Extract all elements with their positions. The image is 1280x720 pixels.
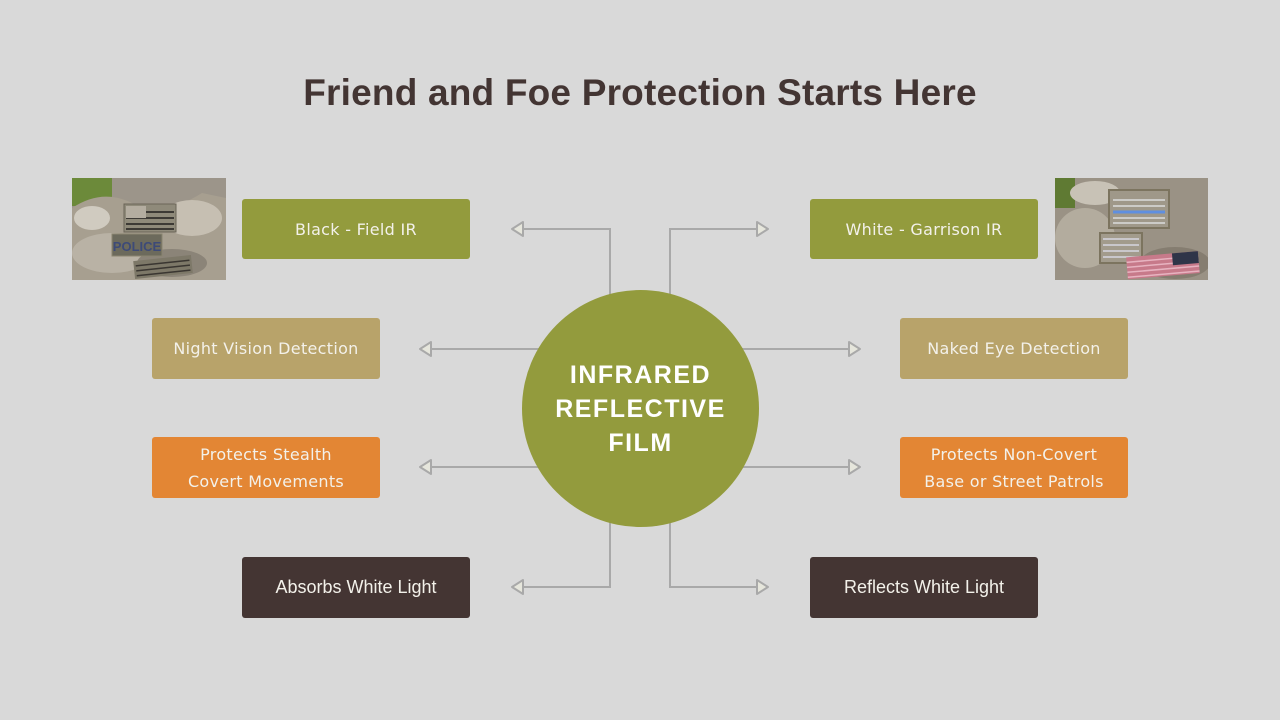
box-absorbs-white-light: Absorbs White Light — [242, 557, 470, 618]
box-naked-eye-detection: Naked Eye Detection — [900, 318, 1128, 379]
connector-absorbs — [511, 520, 611, 595]
connector-reflects — [669, 520, 769, 595]
box-black-field-ir: Black - Field IR — [242, 199, 470, 259]
box-reflects-white-light: Reflects White Light — [810, 557, 1038, 618]
box-protects-non-covert: Protects Non-Covert Base or Street Patro… — [900, 437, 1128, 498]
box-night-vision-detection: Night Vision Detection — [152, 318, 380, 379]
connector-white-garrison-ir — [669, 221, 769, 295]
connector-black-field-ir — [511, 221, 611, 295]
box-protects-stealth-covert: Protects Stealth Covert Movements — [152, 437, 380, 498]
diagram-title: Friend and Foe Protection Starts Here — [303, 72, 977, 113]
box-white-garrison-ir: White - Garrison IR — [810, 199, 1038, 259]
black-ir-patch-photo: POLICE — [72, 178, 226, 280]
svg-text:POLICE: POLICE — [113, 239, 162, 254]
center-node-infrared-film: INFRARED REFLECTIVE FILM — [522, 290, 759, 527]
white-ir-patch-photo — [1055, 178, 1208, 280]
